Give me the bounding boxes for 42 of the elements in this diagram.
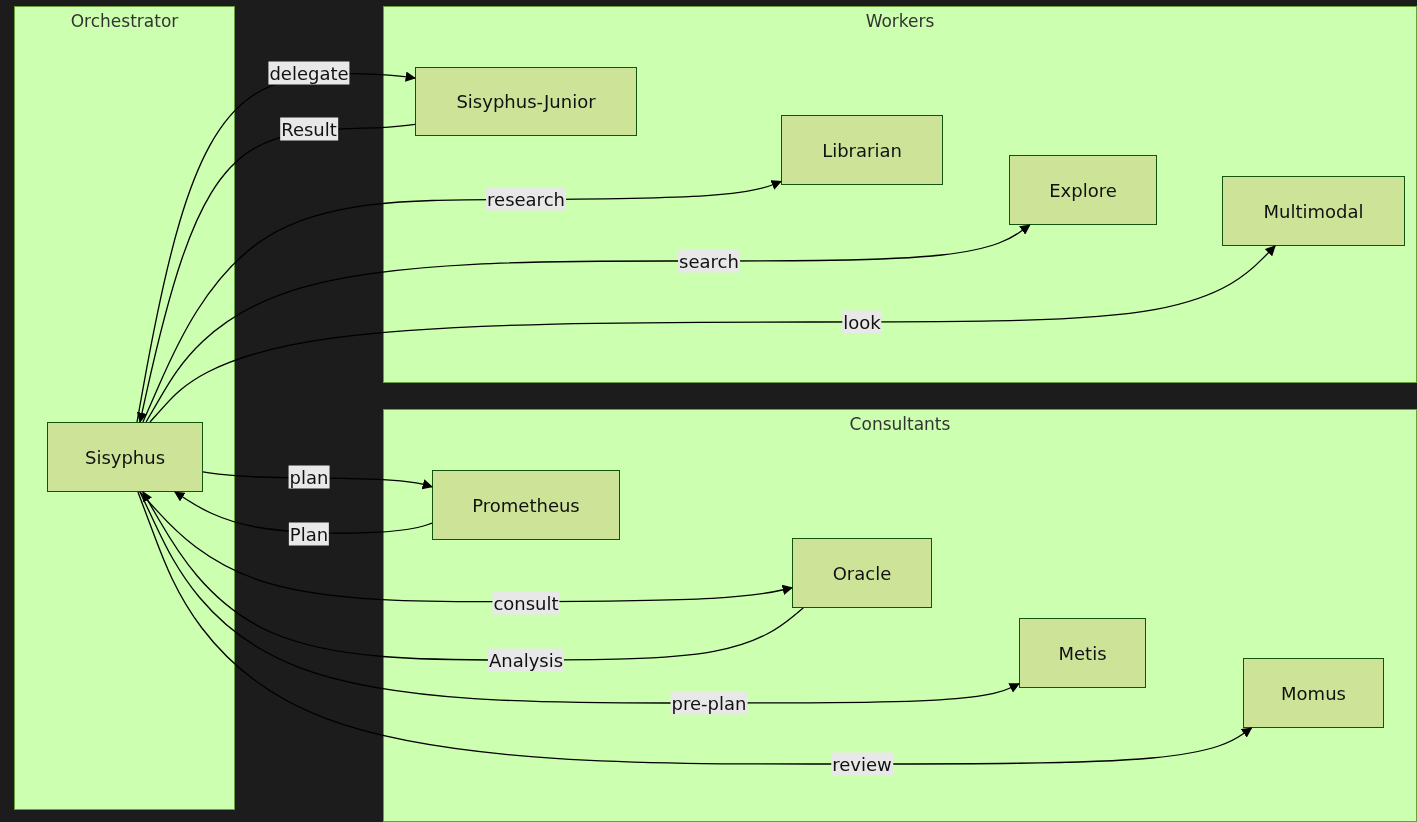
edge-label: look [842,310,882,334]
edge-label: research [486,187,566,211]
agent-box [47,422,203,492]
group-title: Workers [864,11,936,31]
edge-label: plan [288,465,330,489]
agent-box [792,538,932,608]
agent-name: Explore [1049,179,1117,201]
arrow [149,245,1276,423]
group-panel [383,6,1417,383]
group-title: Orchestrator [69,11,180,31]
edge-label: Result [280,117,338,141]
agent-name: Multimodal [1263,200,1364,222]
arrow [139,491,1020,704]
agent-name: Librarian [822,139,902,161]
arrow [142,180,782,423]
agent-name: Prometheus [472,494,580,516]
group-title: Consultants [848,414,952,434]
edge-label: delegate [268,61,350,85]
agent-box [1222,176,1405,246]
agent-box [781,115,943,185]
agent-box [1009,155,1157,225]
edge-label: search [678,249,740,273]
group-panel [14,6,235,810]
agent-name: Sisyphus-Junior [456,91,596,112]
arrow [139,491,793,603]
agent-name: Sisyphus [84,446,166,468]
agent-name: Oracle [832,562,892,584]
arrow [137,491,1253,765]
agent-name: Metis [1058,642,1107,664]
agent-box [432,470,620,540]
edge-label: pre-plan [670,691,748,715]
agent-box [1243,658,1384,728]
agent-box [1019,618,1146,688]
arrow [142,491,804,661]
agent-name: Momus [1281,682,1346,704]
arrow [145,224,1031,423]
edge-label: consult [492,591,560,615]
edge-label: Analysis [487,648,565,672]
agent-box [415,67,637,136]
group-panel [383,409,1417,822]
edge-label: Plan [288,522,330,546]
edge-label: review [831,752,893,776]
